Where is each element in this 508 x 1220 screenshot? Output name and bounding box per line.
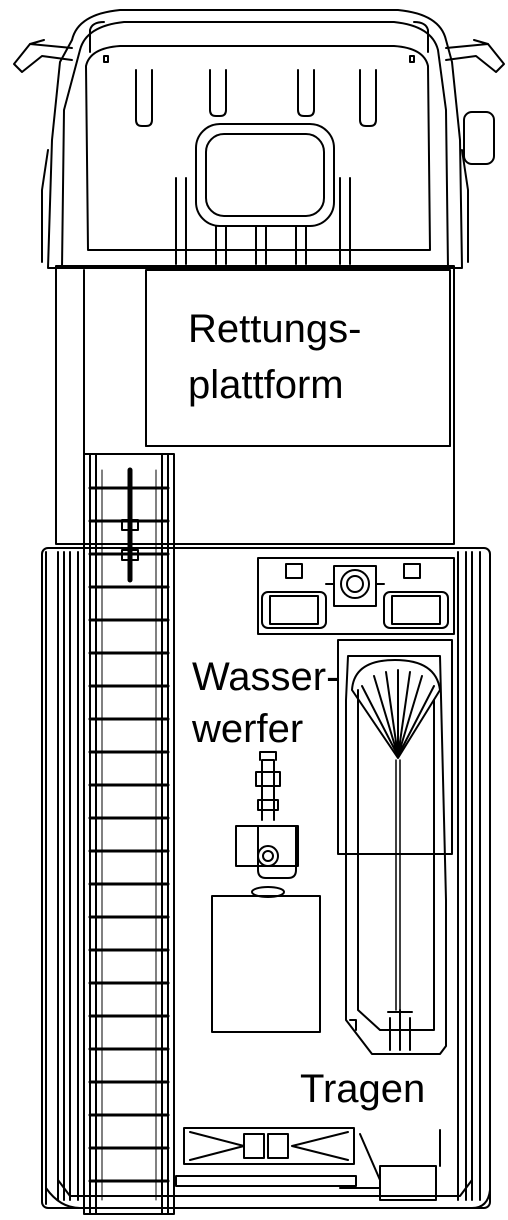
right-mirror <box>445 39 505 165</box>
platform-label-line2: plattform <box>188 363 344 407</box>
rescue-platform: Rettungs- plattform <box>55 265 455 545</box>
rake-head <box>351 659 441 759</box>
equipment-box <box>257 557 455 635</box>
monitor-label-line2: werfer <box>191 707 303 751</box>
stretcher-label: Tragen <box>300 1067 425 1111</box>
monitor-label-line1: Wasser- <box>192 655 339 699</box>
ladder-rungs <box>88 486 170 1183</box>
rear-pump <box>175 1127 441 1201</box>
stretcher-rack <box>337 639 453 1055</box>
platform-label-line1: Rettungs- <box>188 307 361 351</box>
left-mirror <box>13 39 73 73</box>
cab <box>41 9 469 269</box>
truck-body <box>41 547 491 1209</box>
ladder <box>83 453 175 1215</box>
water-monitor <box>211 751 321 1033</box>
